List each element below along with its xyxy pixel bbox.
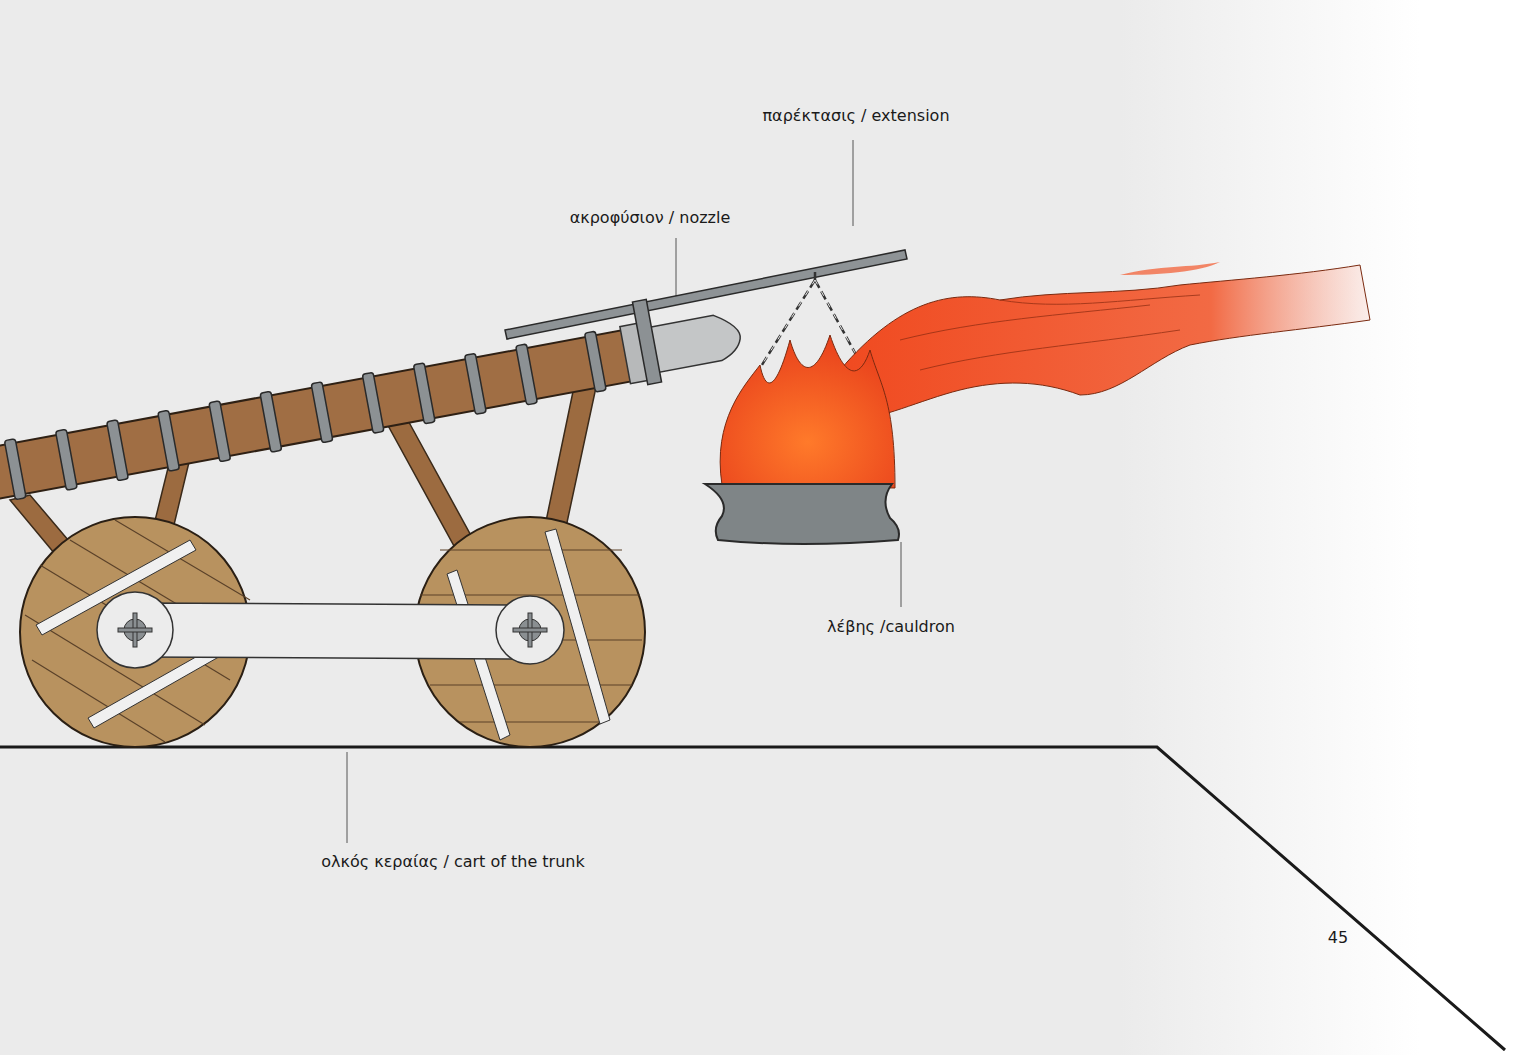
- cart-wheels: [20, 517, 645, 747]
- part-label: παρέκτασις / extension: [762, 106, 949, 126]
- metal-band: [465, 353, 487, 414]
- metal-band: [311, 382, 333, 443]
- part-label: ολκός κεραίας / cart of the trunk: [321, 852, 584, 872]
- metal-band: [260, 391, 282, 452]
- part-label: λέβης /cauldron: [827, 617, 955, 637]
- trunk-beam: [0, 305, 745, 507]
- leader-lines: [347, 140, 901, 843]
- metal-band: [516, 344, 538, 405]
- metal-band: [158, 410, 180, 471]
- flames: [720, 262, 1370, 488]
- metal-band: [209, 401, 231, 462]
- metal-band: [362, 372, 384, 433]
- ground-line: [0, 747, 1505, 1050]
- metal-band: [584, 331, 606, 392]
- part-label: ακροφύσιον / nozzle: [570, 208, 731, 228]
- metal-band: [4, 439, 26, 500]
- metal-band: [413, 363, 435, 424]
- metal-band: [55, 429, 77, 490]
- cauldron: [705, 484, 899, 544]
- page-number: 45: [1328, 928, 1348, 948]
- metal-band: [107, 420, 129, 481]
